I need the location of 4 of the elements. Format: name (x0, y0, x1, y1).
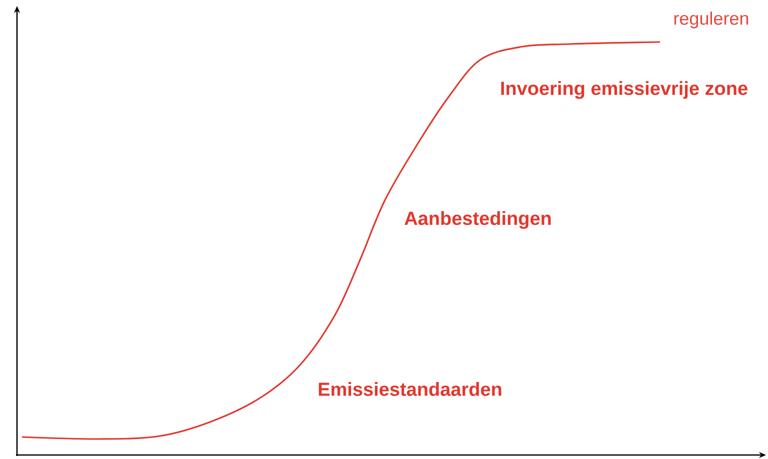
curve-label: Invoering emissievrije zone (501, 81, 748, 99)
curve-label: Aanbestedingen (404, 211, 551, 229)
curve-label: reguleren (674, 12, 748, 28)
curve-label: Emissiestandaarden (318, 382, 502, 396)
